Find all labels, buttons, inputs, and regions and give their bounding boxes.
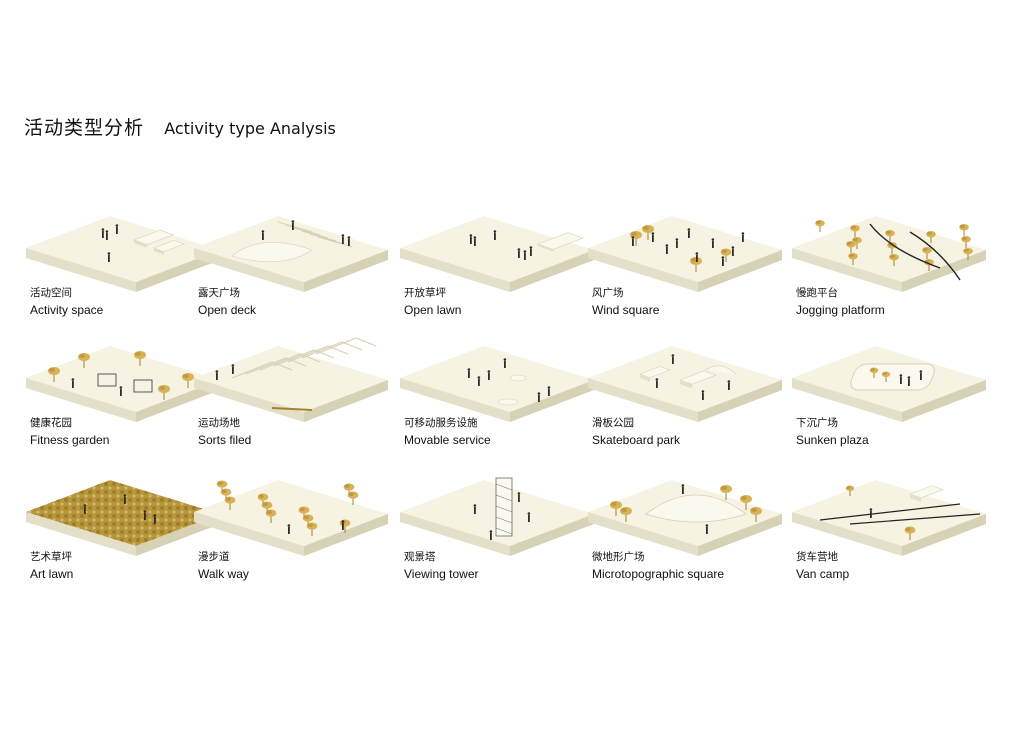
activity-label-en: Wind square	[592, 303, 660, 317]
viewing-tower-icon	[400, 477, 594, 556]
sunken-plaza-icon	[792, 346, 986, 422]
page-title: 活动类型分析 Activity type Analysis	[24, 104, 336, 142]
activity-tile-movable-service: 可移动服务设施 Movable service	[398, 340, 598, 472]
activity-label-zh: 露天广场	[198, 287, 240, 299]
activity-label-en: Walk way	[198, 567, 249, 581]
activity-tile-sunken-plaza: 下沉广场 Sunken plaza	[790, 340, 990, 472]
activity-tile-wind-square: 风广场 Wind square	[586, 210, 786, 342]
wind-square-icon	[588, 216, 782, 292]
activity-label-zh: 健康花园	[30, 417, 72, 429]
activity-label-en: Sunken plaza	[796, 433, 869, 447]
activity-label-zh: 滑板公园	[592, 417, 634, 429]
walk-way-icon	[194, 480, 388, 556]
activity-label-zh: 微地形广场	[592, 551, 645, 563]
activity-label-zh: 慢跑平台	[796, 287, 838, 299]
activity-label-zh: 运动场地	[198, 417, 240, 429]
activity-label-en: Microtopographic square	[592, 567, 725, 581]
activity-label-en: Jogging platform	[796, 303, 885, 317]
jogging-platform-icon	[792, 216, 986, 292]
activity-label-zh: 漫步道	[198, 551, 230, 563]
activity-space-icon	[26, 216, 220, 292]
activity-label-en: Viewing tower	[404, 567, 479, 581]
activity-tile-sports-field: 运动场地 Sorts filed	[192, 337, 392, 472]
activity-tile-activity-space: 活动空间 Activity space	[24, 210, 224, 342]
microtopographic-square-icon	[588, 480, 782, 556]
activity-tile-art-lawn: 艺术草坪 Art lawn	[24, 474, 224, 606]
activity-label-zh: 下沉广场	[796, 417, 838, 429]
skateboard-park-icon	[588, 346, 782, 422]
activity-tile-open-deck: 露天广场 Open deck	[192, 210, 392, 342]
activity-tile-fitness-garden: 健康花园 Fitness garden	[24, 340, 224, 472]
activity-tile-walk-way: 漫步道 Walk way	[192, 474, 392, 606]
art-lawn-icon	[26, 480, 220, 556]
activity-tile-van-camp: 货车营地 Van camp	[790, 474, 990, 606]
activity-label-zh: 活动空间	[30, 287, 72, 299]
open-deck-icon	[194, 216, 388, 292]
movable-service-icon	[400, 346, 594, 422]
activity-label-en: Movable service	[404, 433, 491, 447]
page-title-zh: 活动类型分析	[24, 117, 145, 139]
activity-label-en: Fitness garden	[30, 433, 110, 447]
activity-tile-open-lawn: 开放草坪 Open lawn	[398, 210, 598, 342]
activity-label-en: Skateboard park	[592, 433, 681, 447]
activity-label-en: Art lawn	[30, 567, 74, 581]
van-camp-icon	[792, 480, 986, 556]
activity-tile-skateboard-park: 滑板公园 Skateboard park	[586, 340, 786, 472]
activity-label-zh: 货车营地	[796, 551, 838, 563]
page-title-en: Activity type Analysis	[164, 119, 336, 138]
activity-label-en: Sorts filed	[198, 433, 252, 447]
fitness-garden-icon	[26, 346, 220, 422]
open-lawn-icon	[400, 216, 594, 292]
activity-label-en: Activity space	[30, 303, 104, 317]
activity-label-en: Open deck	[198, 303, 257, 317]
activity-tile-viewing-tower: 观景塔 Viewing tower	[398, 474, 598, 606]
activity-label-en: Open lawn	[404, 303, 462, 317]
activity-tile-jogging-platform: 慢跑平台 Jogging platform	[790, 210, 990, 342]
activity-label-zh: 艺术草坪	[30, 551, 72, 563]
activity-label-zh: 观景塔	[404, 551, 436, 563]
activity-label-zh: 可移动服务设施	[404, 417, 478, 429]
activity-label-zh: 开放草坪	[404, 287, 446, 299]
activity-tile-microtopographic-square: 微地形广场 Microtopographic square	[586, 474, 786, 606]
activity-label-zh: 风广场	[592, 287, 624, 299]
activity-label-en: Van camp	[796, 567, 850, 581]
sports-field-icon	[194, 337, 388, 422]
